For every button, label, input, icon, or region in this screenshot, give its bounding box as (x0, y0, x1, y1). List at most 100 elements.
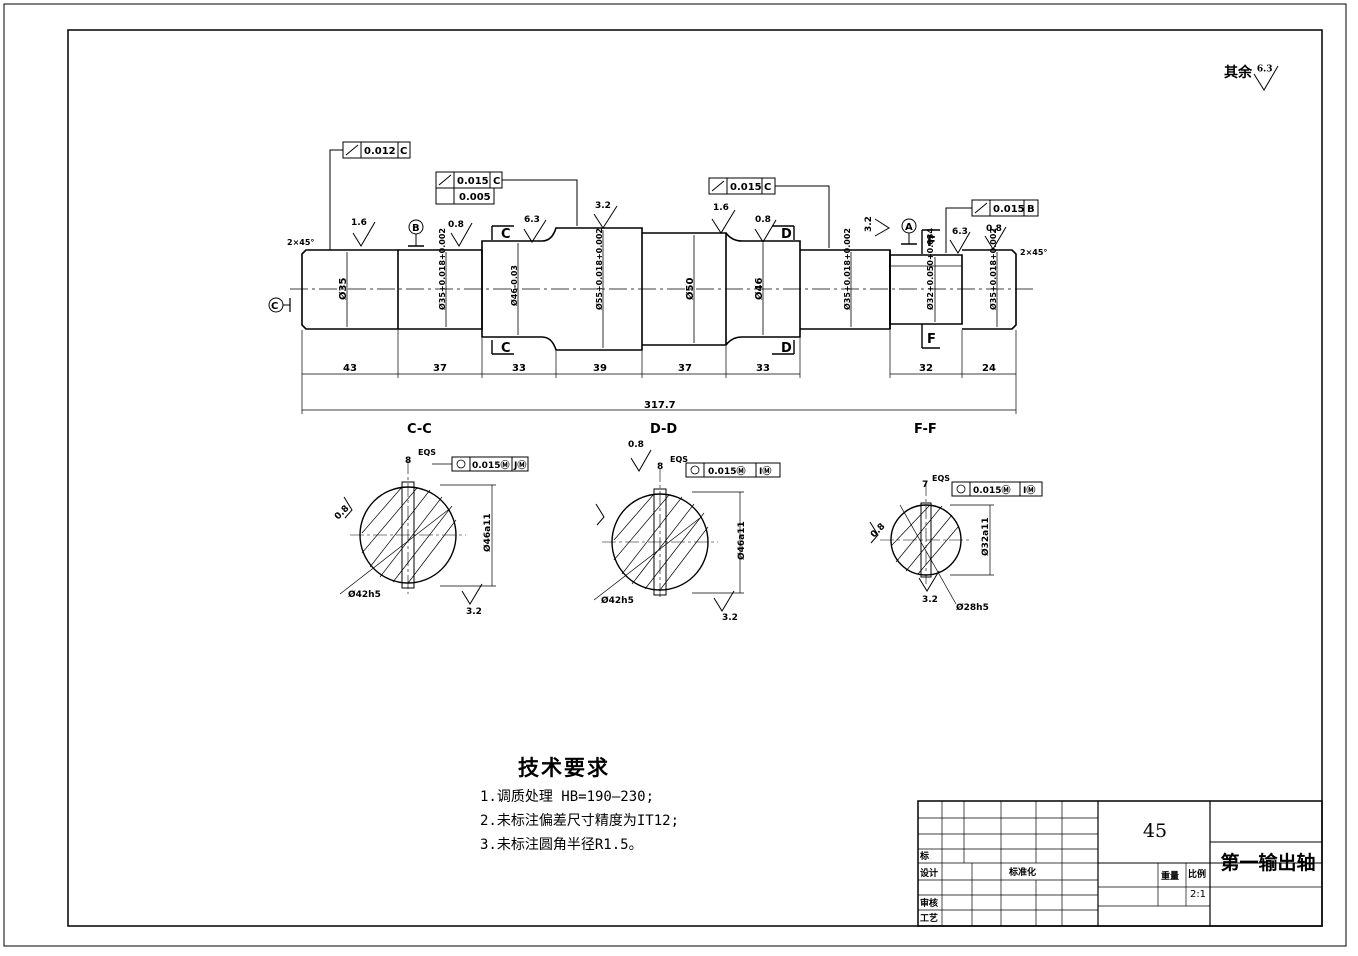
rough-label-4: 3.2 (595, 201, 611, 211)
dia-label-2: Ø35+0.018+0.002 (437, 228, 447, 310)
dia-label-5: Ø50 (684, 278, 696, 300)
section-ff-tol: 0.015Ⓜ (973, 484, 1010, 496)
section-mark-d-bottom: D (781, 341, 792, 356)
len-label-1: 43 (343, 363, 357, 374)
len-label-2: 37 (433, 363, 447, 374)
section-ff-outer: Ø32a11 (980, 517, 991, 556)
tb-material: 45 (1142, 820, 1168, 842)
chamfer-right: 2×45° (1020, 248, 1047, 257)
section-cc-title: C-C (407, 422, 432, 437)
section-mark-f-bottom: F (927, 332, 936, 347)
section-dd-datum: IⓂ (759, 465, 771, 477)
datum-c-symbol: C (268, 297, 291, 313)
tb-weight: 重量 (1161, 870, 1179, 882)
gtol-frame-far (945, 199, 1039, 253)
rough-label-3: 6.3 (524, 215, 540, 225)
section-dd-rough2: 3.2 (722, 613, 738, 623)
section-mark-c-top: C (501, 227, 511, 242)
section-dd-rough: 0.8 (628, 440, 644, 450)
section-ff-inner: Ø28h5 (956, 602, 989, 613)
rough-label-1: 1.6 (351, 218, 367, 228)
section-dd-inner: Ø42h5 (601, 595, 634, 606)
section-dd-width: 8 (657, 462, 663, 472)
tb-design: 设计 (920, 867, 938, 879)
tb-standardize: 标准化 (1008, 866, 1036, 878)
dia-label-9: Ø35+0.018+0.002 (988, 228, 998, 310)
section-ff-eqs: EQS (932, 474, 950, 483)
len-label-6: 33 (756, 363, 770, 374)
section-cc-rough: 0.8 (333, 504, 351, 522)
section-ff-rough2: 3.2 (922, 595, 938, 605)
section-ff-view (869, 481, 1043, 605)
rough-label-7: 3.2 (864, 216, 874, 232)
inner-frame (67, 29, 1323, 927)
notes-heading: 技术要求 (518, 755, 610, 780)
gtol-left-datum: C (400, 146, 407, 157)
section-cc-eqs: EQS (418, 448, 436, 457)
note-item-3: 3.未标注圆角半径R1.5。 (480, 837, 643, 853)
technical-requirements: 技术要求 1.调质处理 HB=190—230; 2.未标注偏差尺寸精度为IT12… (480, 752, 900, 854)
section-cc-datum: JⓂ (513, 459, 526, 471)
section-dd-eqs: EQS (670, 455, 688, 464)
outer-frame (3, 3, 1347, 947)
len-label-7: 32 (919, 363, 933, 374)
other-finish-label: 其余 (1224, 65, 1252, 81)
section-cc-view (339, 456, 529, 605)
rough-label-9: 0.8 (986, 224, 1002, 234)
len-label-8: 24 (982, 363, 996, 374)
chamfer-left: 2×45° (287, 238, 314, 247)
svg-text:A: A (905, 222, 913, 233)
gtol-left-value: 0.012 (364, 146, 396, 157)
dia-label-6: Ø46 (753, 278, 765, 300)
length-extension-lines (301, 330, 1017, 414)
gtol-far-datum: B (1027, 204, 1035, 215)
len-label-total: 317.7 (644, 400, 676, 411)
rough-label-6: 0.8 (755, 215, 771, 225)
section-cc-inner: Ø42h5 (348, 589, 381, 600)
tb-mark: 标 (919, 850, 929, 862)
section-cc-rough2: 3.2 (466, 607, 482, 617)
datum-a-symbol: A (901, 218, 917, 245)
section-cc-tol: 0.015Ⓜ (472, 459, 509, 471)
note-item-2: 2.未标注偏差尺寸精度为IT12; (480, 813, 680, 829)
svg-text:B: B (412, 223, 420, 234)
dia-label-4: Ø55+0.018+0.002 (594, 228, 604, 310)
datum-b-symbol: B (408, 219, 424, 247)
len-label-5: 37 (678, 363, 692, 374)
len-label-3: 33 (512, 363, 526, 374)
gtol-far-value: 0.015 (993, 204, 1025, 215)
section-dd-outer: Ø46a11 (736, 521, 747, 560)
diameter-dim-lines (346, 230, 998, 348)
gtol-mid-datum: C (493, 176, 500, 187)
section-ff-width: 7 (922, 480, 928, 490)
shaft-outline (301, 227, 1017, 351)
section-ff-datum: IⓂ (1023, 484, 1035, 496)
len-label-4: 39 (593, 363, 607, 374)
section-dd-title: D-D (650, 422, 677, 437)
gtol-right-datum: C (764, 182, 771, 193)
section-cut-markers (491, 225, 940, 355)
section-cc-outer: Ø46a11 (482, 513, 493, 552)
svg-text:C: C (271, 301, 278, 312)
rough-label-8: 6.3 (952, 227, 968, 237)
section-ff-title: F-F (914, 422, 937, 437)
gtol-frame-mid (435, 171, 578, 226)
other-finish-value: 6.3 (1256, 64, 1273, 75)
gtol-frame-left (329, 141, 411, 250)
tb-scale: 2:1 (1189, 889, 1207, 900)
roughness-symbols (352, 65, 1279, 254)
title-block-grid (917, 800, 1323, 927)
rough-label-5: 1.6 (713, 203, 729, 213)
tb-scale-label: 比例 (1188, 868, 1206, 880)
dia-label-8: Ø32+0.050+0.034 (925, 228, 935, 310)
gtol-right-value: 0.015 (730, 182, 762, 193)
section-mark-d-top: D (781, 227, 792, 242)
tb-part-name: 第一输出轴 (1220, 852, 1316, 874)
section-dd-view (593, 449, 781, 612)
gtol-mid-value: 0.015 (457, 176, 489, 187)
dia-label-7: Ø35+0.018+0.002 (842, 228, 852, 310)
gtol-cyl-value: 0.005 (459, 192, 491, 203)
section-dd-tol: 0.015Ⓜ (708, 465, 745, 477)
tb-review: 审核 (920, 897, 938, 909)
